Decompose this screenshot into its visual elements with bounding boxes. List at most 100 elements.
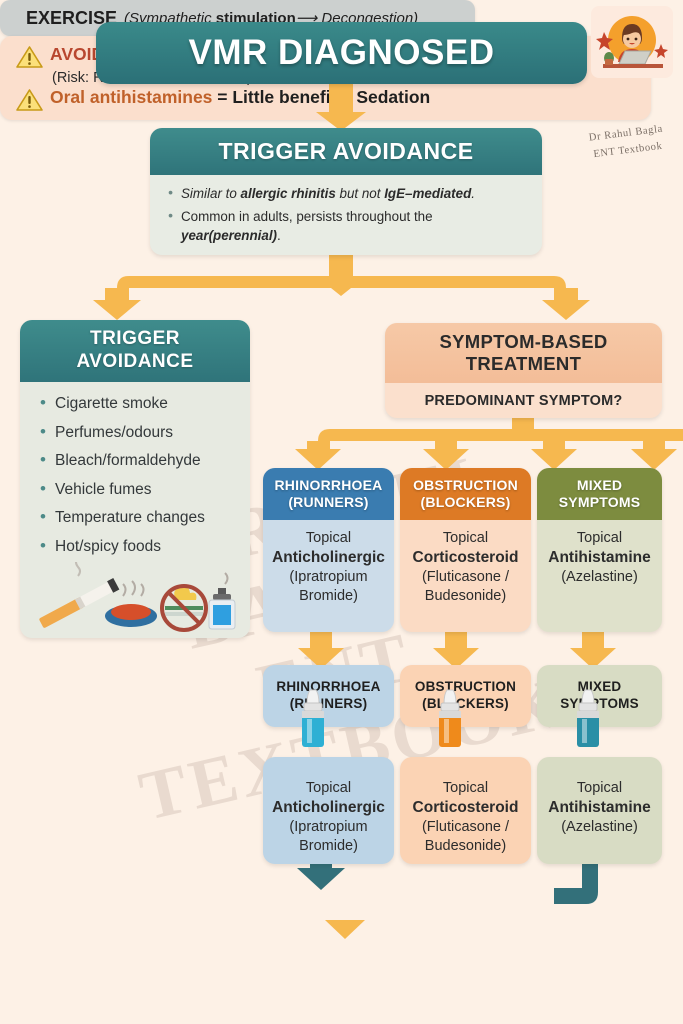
trigger-icons-group	[39, 562, 236, 632]
arrow-stem	[310, 632, 332, 650]
drug-name: Anticholinergic	[272, 798, 385, 816]
drug-detail-line1: (Fluticasone /	[421, 568, 510, 585]
page-title: VMR DIAGNOSED	[96, 22, 587, 84]
column-body: Topical Antihistamine (Azelastine)	[537, 520, 662, 594]
arrow-corner	[554, 276, 566, 306]
bullet-bold2: IgE–mediated	[384, 186, 472, 201]
trigger-list: Cigarette smoke Perfumes/odours Bleach/f…	[20, 382, 250, 554]
drug-name: Antihistamine	[548, 548, 651, 566]
drug-prefix: Topical	[576, 530, 623, 546]
drug-detail-line2: Bromide)	[299, 837, 358, 854]
bullet-mid: but not	[335, 186, 385, 201]
arrow-head	[297, 868, 345, 890]
drug-detail-line2: Budesonide)	[424, 587, 507, 604]
arrow-stem	[582, 632, 604, 650]
treatment-column-obstruction-upper: OBSTRUCTION (BLOCKERS) Topical Corticost…	[400, 468, 531, 632]
header-line2: SYMPTOMS	[560, 696, 639, 711]
warning-text-2: Oral antihistamines = Little benefit + S…	[50, 87, 431, 108]
trigger-avoidance-top-heading: TRIGGER AVOIDANCE	[150, 128, 542, 175]
page-title-text: VMR DIAGNOSED	[188, 33, 495, 72]
bullet-post: .	[277, 228, 281, 244]
treatment-column-mixed-upper: MIXED SYMPTOMS Topical Antihistamine (Az…	[537, 468, 662, 632]
list-item: Similar to allergic rhinitis but not IgE…	[168, 183, 528, 203]
column-body: Topical Corticosteroid (Fluticasone / Bu…	[400, 520, 531, 613]
column-header: OBSTRUCTION (BLOCKERS)	[400, 468, 531, 520]
arrow-head	[531, 449, 577, 470]
treatment-chip-rhinorrhoea-lower: RHINORRHOEA (RUNNERS)	[263, 665, 394, 727]
warning-rest: = Little benefit + Sedation	[212, 87, 431, 107]
drug-detail-line1: (Fluticasone /	[421, 818, 510, 835]
arrow-group-teal	[297, 858, 598, 904]
header-line2: (BLOCKERS)	[422, 696, 509, 711]
drug-detail-line1: (Azelastine)	[561, 568, 638, 585]
treatment-panel-rhinorrhoea-lower: Topical Anticholinergic (Ipratropium Bro…	[263, 757, 394, 864]
arrow-bus	[330, 429, 683, 441]
drug-detail-line2: Bromide)	[299, 587, 358, 604]
chip-header: OBSTRUCTION (BLOCKERS)	[400, 665, 531, 727]
bullet-post: .	[471, 186, 476, 201]
bullet-bold1: allergic rhinitis	[240, 186, 336, 201]
arrow-head	[295, 449, 341, 470]
bullet-pre: Common in adults, persists throughout th…	[181, 209, 433, 225]
column-header: RHINORRHOEA (RUNNERS)	[263, 468, 394, 520]
warning-line-3: Oral antihistamines = Little benefit + S…	[50, 87, 431, 108]
drug-prefix: Topical	[442, 780, 489, 796]
panel-body: Topical Anticholinergic (Ipratropium Bro…	[263, 757, 394, 863]
symptom-based-treatment-card: SYMPTOM-BASED TREATMENT PREDOMINANT SYMP…	[385, 323, 662, 418]
drug-name: Corticosteroid	[412, 798, 519, 816]
exercise-label: EXERCISE	[26, 7, 118, 28]
chip-header: RHINORRHOEA (RUNNERS)	[263, 665, 394, 727]
trigger-avoidance-left-heading: TRIGGER AVOIDANCE	[20, 320, 250, 382]
symptom-based-treatment-heading: SYMPTOM-BASED TREATMENT	[385, 323, 662, 383]
drug-prefix: Topical	[576, 780, 623, 796]
header-line1: MIXED	[576, 476, 623, 493]
treatment-column-rhinorrhoea-upper: RHINORRHOEA (RUNNERS) Topical Anticholin…	[263, 468, 394, 632]
warning-keyword: Oral antihistamines	[50, 87, 213, 107]
list-item: Bleach/formaldehyde	[40, 451, 250, 469]
arrow-head	[423, 449, 469, 470]
predominant-symptom-question: PREDOMINANT SYMPTOM?	[424, 392, 623, 409]
heading-line1: TRIGGER	[89, 328, 181, 350]
warning-row-2: Oral antihistamines = Little benefit + S…	[16, 87, 651, 112]
cigarette-icon	[39, 562, 120, 628]
list-item: Common in adults, persists throughout th…	[168, 206, 528, 245]
bleach-bottle-icon	[208, 572, 236, 630]
arrow-head	[316, 276, 366, 296]
drug-name: Corticosteroid	[412, 548, 519, 566]
drug-prefix: Topical	[305, 780, 352, 796]
arrow-head	[631, 449, 677, 470]
panel-body: Topical Antihistamine (Azelastine)	[537, 757, 662, 844]
header-line2: (BLOCKERS)	[420, 494, 511, 510]
panel-body: Topical Corticosteroid (Fluticasone / Bu…	[400, 757, 531, 863]
arrow-stem	[445, 632, 467, 650]
arrow-corner	[318, 429, 330, 453]
arrow-stem	[435, 429, 457, 451]
drug-prefix: Topical	[442, 530, 489, 546]
person-at-laptop-icon	[591, 6, 673, 78]
drug-prefix: Topical	[305, 530, 352, 546]
trigger-avoidance-top-list: Similar to allergic rhinitis but not IgE…	[150, 175, 542, 245]
arrow-stem	[554, 288, 578, 302]
treatment-panel-obstruction-lower: Topical Corticosteroid (Fluticasone / Bu…	[400, 757, 531, 864]
chip-header: MIXED SYMPTOMS	[537, 665, 662, 727]
drug-name: Anticholinergic	[272, 548, 385, 566]
list-item: Hot/spicy foods	[40, 537, 250, 555]
drug-name: Antihistamine	[548, 798, 651, 816]
arrow-stem	[543, 429, 565, 451]
heading-line2: TREATMENT	[465, 353, 582, 374]
arrow-stem	[512, 417, 534, 429]
arrow-elbow	[554, 858, 598, 904]
arrow-corner	[117, 276, 129, 306]
treatment-chip-mixed-lower: MIXED SYMPTOMS	[537, 665, 662, 727]
list-item: Perfumes/odours	[40, 423, 250, 441]
list-item: Temperature changes	[40, 508, 250, 526]
arrow-head	[542, 300, 590, 320]
bullet-bold1: year	[181, 228, 209, 244]
arrow-bus	[129, 276, 554, 288]
trigger-avoidance-left-card: TRIGGER AVOIDANCE Cigarette smoke Perfum…	[20, 320, 250, 638]
header-line2: (RUNNERS)	[289, 696, 368, 711]
no-food-icon	[160, 584, 208, 632]
arrow-stem	[643, 441, 665, 451]
spicy-food-icon	[105, 580, 157, 627]
